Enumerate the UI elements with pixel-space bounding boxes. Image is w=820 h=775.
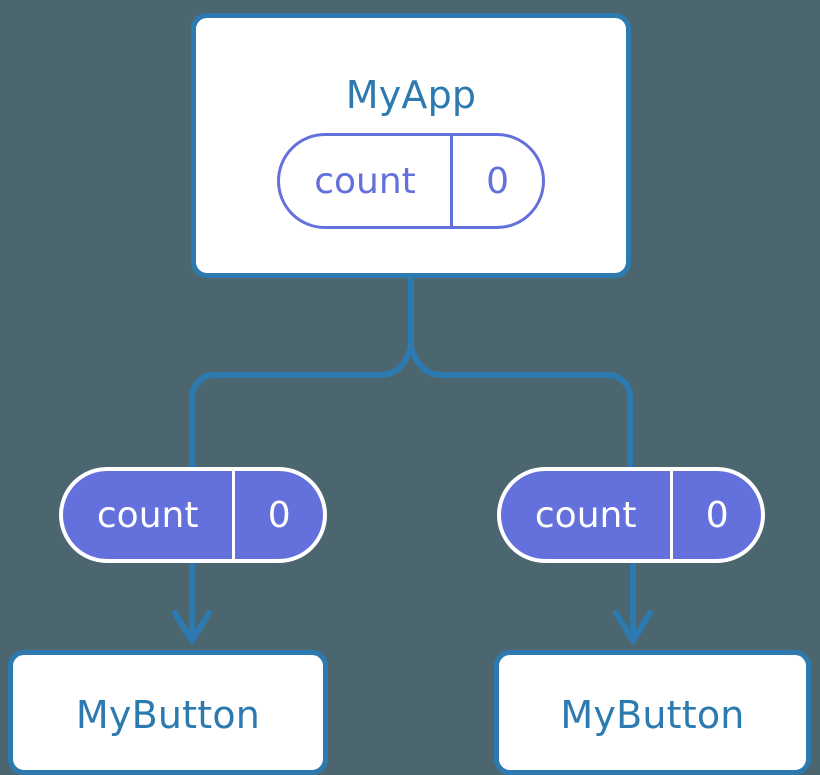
prop-pill-count-left[interactable]: count 0 [59,467,327,563]
state-pill-key: count [280,136,454,226]
branch-right [408,346,633,467]
state-pill-count[interactable]: count 0 [277,133,545,229]
prop-pill-value-left: 0 [267,494,291,536]
component-title-mybutton-right: MyButton [560,693,745,737]
component-title-myapp: MyApp [345,73,477,117]
prop-pill-key-left: count [63,471,236,559]
arrow-left-head [172,610,212,644]
prop-pill-count-right[interactable]: count 0 [497,467,765,563]
prop-pill-key-right: count [501,471,674,559]
state-pill-value: 0 [486,160,509,202]
component-title-mybutton-left: MyButton [75,693,261,737]
prop-pill-value-right: 0 [705,494,729,536]
component-card-mybutton-right[interactable]: MyButton [494,650,811,775]
arrow-right-head [613,610,653,644]
branch-left [189,346,414,467]
component-card-mybutton-left[interactable]: MyButton [8,650,328,775]
